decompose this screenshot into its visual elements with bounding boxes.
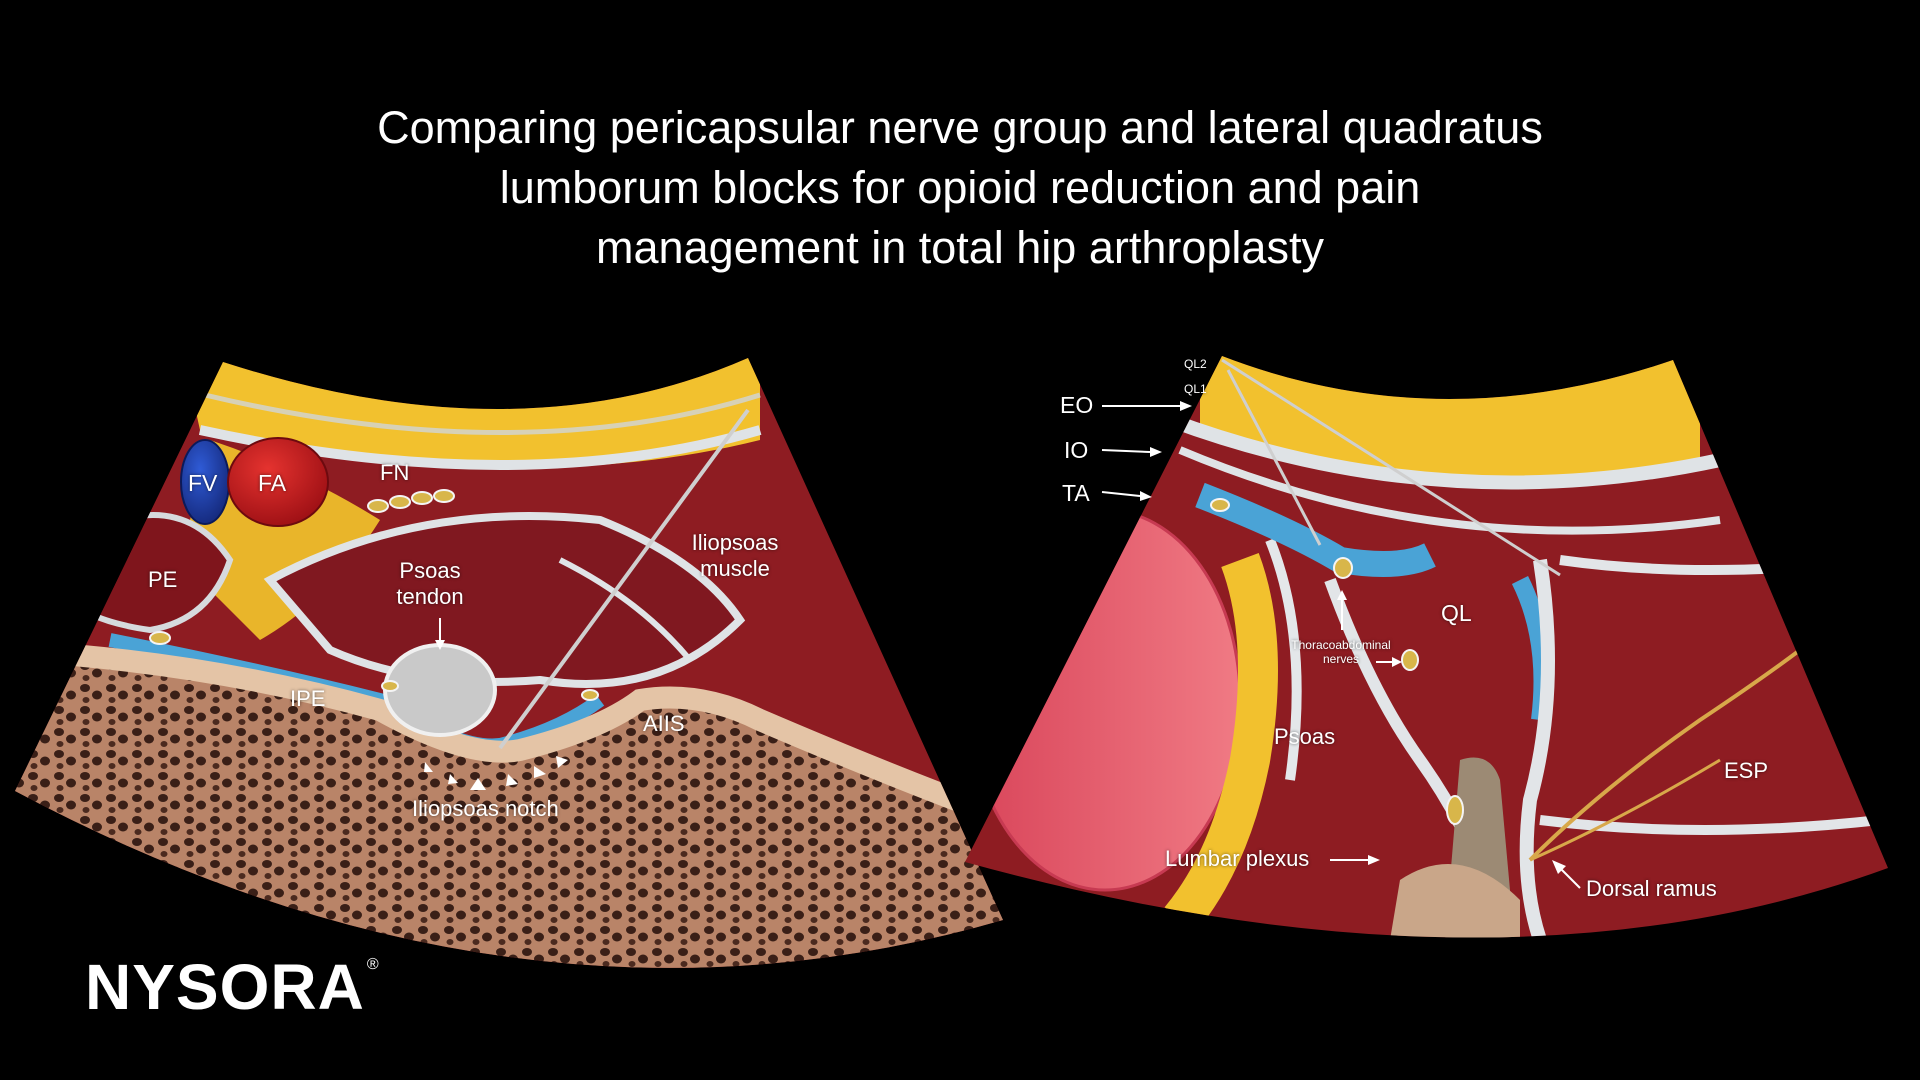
label-thoracoabdominal-nerves: Thoracoabdominal nerves <box>1266 638 1416 666</box>
title-line-2: lumborum blocks for opioid reduction and… <box>499 162 1421 213</box>
label-iliopsoas-muscle: Iliopsoas muscle <box>680 530 790 582</box>
figure-title: Comparing pericapsular nerve group and l… <box>260 98 1660 278</box>
label-esp: ESP <box>1724 758 1769 783</box>
label-ipe: IPE <box>290 686 326 711</box>
label-fv: FV <box>188 470 218 496</box>
label-ta: TA <box>1062 480 1090 506</box>
label-psoas-tendon-line-2: tendon <box>396 584 464 609</box>
logo-text: NYSORA <box>85 951 365 1023</box>
label-psoas-tendon-line-1: Psoas <box>399 558 461 583</box>
label-thoracoabdominal-line-2: nerves <box>1322 652 1360 666</box>
label-dorsal-ramus: Dorsal ramus <box>1586 876 1717 901</box>
label-thoracoabdominal-line-1: Thoracoabdominal <box>1291 638 1391 652</box>
right-panel-arrows <box>1101 401 1581 889</box>
label-psoas-tendon: Psoas tendon <box>390 558 470 610</box>
registered-mark: ® <box>366 956 380 973</box>
label-ql1: QL1 <box>1184 382 1207 396</box>
label-iliopsoas-muscle-line-2: muscle <box>700 556 770 581</box>
nysora-logo: NYSORA® <box>85 950 380 1024</box>
label-aiis: AIIS <box>643 711 685 736</box>
right-ultrasound-panel <box>965 356 1888 938</box>
label-io: IO <box>1064 437 1089 463</box>
label-fa: FA <box>258 470 287 496</box>
label-iliopsoas-notch: Iliopsoas notch <box>412 796 559 821</box>
label-ql2: QL2 <box>1184 357 1207 371</box>
title-line-3: management in total hip arthroplasty <box>596 222 1324 273</box>
label-pe: PE <box>148 567 178 592</box>
label-psoas: Psoas <box>1274 724 1336 749</box>
label-ql: QL <box>1441 600 1472 626</box>
label-iliopsoas-muscle-line-1: Iliopsoas <box>691 530 779 555</box>
label-fn: FN <box>380 460 410 485</box>
label-eo: EO <box>1060 392 1094 418</box>
title-line-1: Comparing pericapsular nerve group and l… <box>377 102 1543 153</box>
label-lumbar-plexus: Lumbar plexus <box>1165 846 1310 871</box>
